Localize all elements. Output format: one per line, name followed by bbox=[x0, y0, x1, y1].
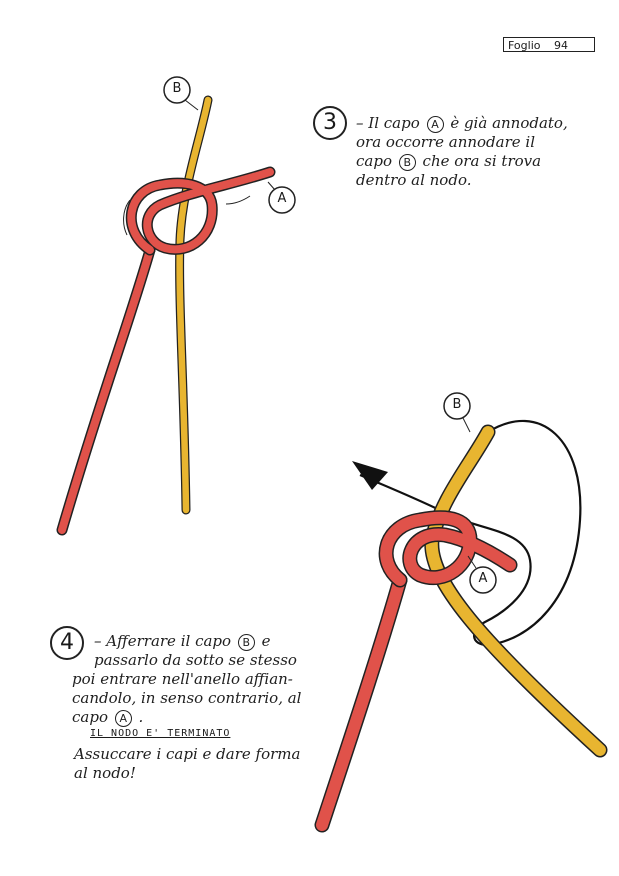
step-3-number: 3 bbox=[313, 106, 347, 140]
step-3-line-3: capo B che ora si trova bbox=[356, 152, 606, 171]
sheet-number: 94 bbox=[554, 39, 568, 52]
step-4-line-5-post: . bbox=[138, 708, 144, 726]
step-4-closing-2: al nodo! bbox=[74, 764, 136, 782]
step-3-line-3-pre: capo bbox=[356, 152, 392, 170]
figure-4-label-b-circle bbox=[443, 392, 471, 420]
step-3-line-1-pre: – Il capo bbox=[356, 114, 420, 132]
step-3-line-3-post: che ora si trova bbox=[422, 152, 542, 170]
step-4-number: 4 bbox=[50, 626, 84, 660]
figure-3-label-a-circle bbox=[268, 186, 296, 214]
sheet-label: Foglio 94 bbox=[503, 37, 595, 52]
figure-4-knot bbox=[314, 392, 608, 833]
step-4-line-5: capo A . bbox=[72, 708, 332, 727]
figure-4-label-a: A bbox=[478, 571, 488, 586]
step-3-line-4: dentro al nodo. bbox=[356, 171, 472, 189]
step-4-line-3: poi entrare nell'anello affian- bbox=[72, 670, 293, 688]
step-3-text: – Il capo A è già annodato, ora occorre … bbox=[356, 114, 606, 190]
step-4-closing-1: Assuccare i capi e dare forma bbox=[74, 745, 301, 763]
figure-4-label-b: B bbox=[452, 397, 462, 412]
figure-3-label-b-circle bbox=[163, 76, 191, 104]
step-3-ref-b: B bbox=[398, 154, 416, 171]
step-4-line-4: candolo, in senso contrario, al bbox=[72, 689, 302, 707]
step-4-line-5-pre: capo bbox=[72, 708, 108, 726]
step-3-line-1-post: è già annodato, bbox=[450, 114, 568, 132]
step-4-ref-a: A bbox=[114, 710, 132, 727]
sheet-label-text: Foglio bbox=[508, 39, 541, 52]
step-4-closing: Assuccare i capi e dare forma al nodo! bbox=[74, 745, 334, 783]
step-4-title: IL NODO E' TERMINATO bbox=[90, 728, 231, 739]
step-3-line-2: ora occorre annodare il bbox=[356, 133, 536, 151]
step-3-line-1: – Il capo A è già annodato, bbox=[356, 114, 606, 133]
step-4-text: – Afferrare il capo B e passarlo da sott… bbox=[72, 632, 332, 727]
figure-4-label-a-circle bbox=[469, 566, 497, 594]
step-4-line-2: passarlo da sotto se stesso bbox=[94, 651, 297, 669]
figure-3-label-b: B bbox=[172, 81, 182, 96]
figure-3-knot bbox=[56, 76, 296, 536]
step-4-line-1: – Afferrare il capo B e bbox=[72, 632, 332, 651]
step-4-line-1-pre: – Afferrare il capo bbox=[94, 632, 232, 650]
step-4-line-1-post: e bbox=[261, 632, 271, 650]
figure-4-arrow-head bbox=[352, 461, 388, 490]
step-4-ref-b: B bbox=[237, 634, 255, 651]
step-3-ref-a: A bbox=[426, 116, 444, 133]
figure-3-label-a: A bbox=[277, 191, 287, 206]
